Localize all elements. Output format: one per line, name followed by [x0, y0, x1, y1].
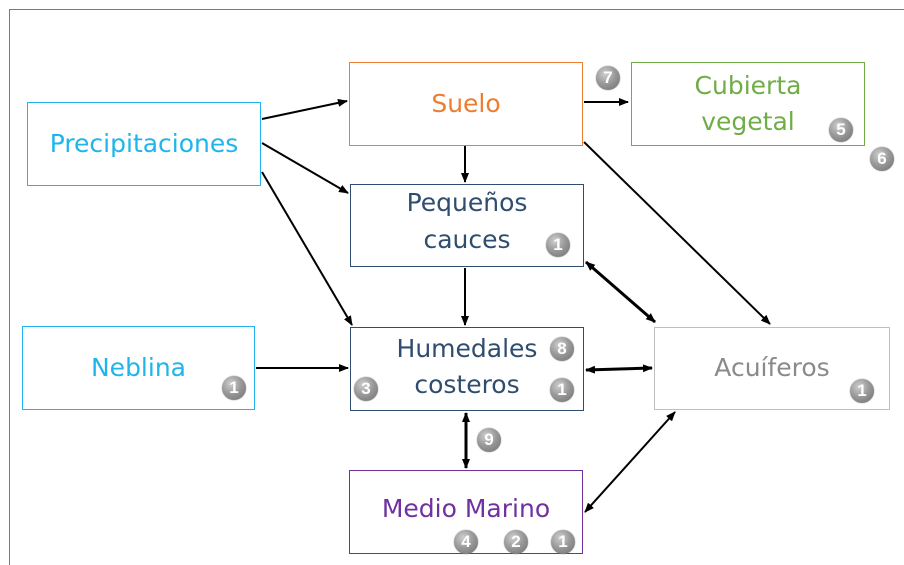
badge-medio-marino-2: 2: [504, 530, 528, 554]
badge-medio-marino-1: 1: [551, 530, 575, 554]
badge-medio-marino-4: 4: [454, 530, 478, 554]
badge-humedales-right: 1: [550, 378, 574, 402]
arrow-precipitaciones-humedales: [261, 171, 353, 326]
badge-acuiferos: 1: [850, 379, 874, 403]
arrow-precipitaciones-suelo: [261, 98, 348, 120]
badge-humedales-marino: 9: [477, 428, 501, 452]
badge-pequenos-cauces: 1: [546, 233, 570, 257]
badge-cubierta-vegetal: 5: [829, 118, 853, 142]
node-humedales-costeros: Humedales costeros: [350, 327, 584, 411]
arrow-humedales-acuiferos: [585, 364, 653, 374]
node-suelo: Suelo: [349, 62, 583, 146]
arrow-precipitaciones-pequenos-cauces: [261, 142, 349, 194]
node-neblina: Neblina: [22, 326, 255, 410]
node-cubierta-vegetal: Cubierta vegetal: [631, 62, 865, 146]
badge-humedales-top: 8: [550, 337, 574, 361]
node-precipitaciones: Precipitaciones: [27, 102, 261, 186]
arrow-suelo-acuiferos: [583, 141, 771, 325]
badge-cubierta-outside: 6: [870, 147, 894, 171]
badge-neblina: 1: [222, 376, 246, 400]
arrow-acuiferos-marino: [584, 411, 676, 513]
badge-humedales-left: 3: [354, 377, 378, 401]
diagram-frame: [9, 9, 904, 565]
badge-suelo-cubierta: 7: [596, 66, 620, 90]
node-pequenos-cauces: Pequeños cauces: [350, 184, 584, 267]
node-acuiferos: Acuíferos: [654, 327, 890, 410]
arrow-pequenos-acuiferos: [585, 260, 656, 324]
